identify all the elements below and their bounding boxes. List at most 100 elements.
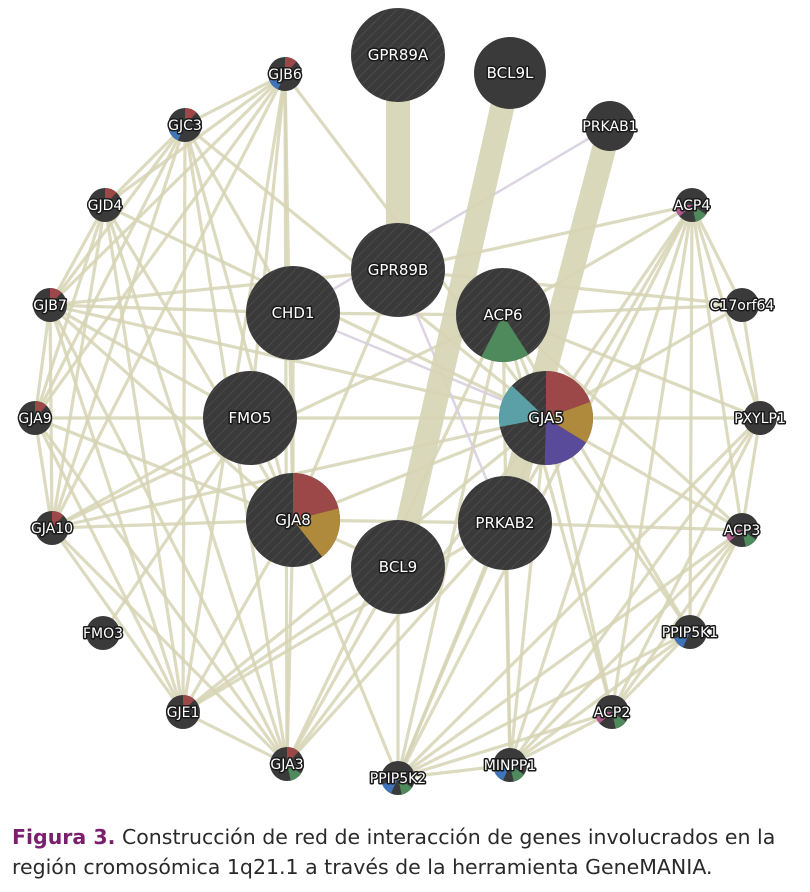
edge-GJA9-GJA3 <box>33 416 289 766</box>
node-label: ACP4 <box>674 198 711 214</box>
node-label: FMO3 <box>83 626 123 642</box>
edge-ACP4-ACP2 <box>610 203 694 714</box>
node-slice-green <box>692 205 707 222</box>
node-label: GJB7 <box>33 298 67 314</box>
node-label: GJB6 <box>268 67 302 83</box>
gene-node-c17orf64[interactable]: C17orf64 <box>708 288 776 322</box>
figure-caption: Figura 3. Construcción de red de interac… <box>12 822 802 882</box>
node-label: GJC3 <box>168 118 202 134</box>
gene-node-prkab2[interactable]: PRKAB2 <box>458 476 552 570</box>
edge-PRKAB2-ACP4 <box>503 203 694 525</box>
gene-node-gpr89a[interactable]: GPR89A <box>351 8 445 102</box>
edge-PPIP5K1-MINPP1 <box>508 630 692 767</box>
gene-node-fmo5[interactable]: FMO5 <box>203 371 297 465</box>
node-label: GJA9 <box>18 411 51 427</box>
gene-node-acp6[interactable]: ACP6 <box>456 268 550 362</box>
gene-node-gja10[interactable]: GJA10 <box>29 511 75 545</box>
node-label: GJA8 <box>275 511 311 529</box>
node-label: ACP6 <box>483 306 522 324</box>
gene-node-gje1[interactable]: GJE1 <box>165 695 201 729</box>
gene-node-gjb7[interactable]: GJB7 <box>32 288 68 322</box>
gene-node-gjc3[interactable]: GJC3 <box>167 108 203 142</box>
gene-network-diagram: GPR89ABCL9LPRKAB1GJB6GJC3GJD4GJB7GJA9GJA… <box>17 8 787 795</box>
node-slice-gold <box>546 401 593 443</box>
node-slice-blue <box>674 632 690 648</box>
gene-node-gja8[interactable]: GJA8 <box>246 473 340 567</box>
node-label: PPIP5K2 <box>370 771 426 787</box>
edge-PPIP5K1-PPIP5K2 <box>396 630 692 780</box>
node-slice-green <box>510 765 525 782</box>
edge-PRKAB2-GJA3 <box>285 521 507 766</box>
edge-GPR89B-ACP4 <box>396 203 694 272</box>
edge-PXYLP1-MINPP1 <box>508 416 762 767</box>
node-slice-gold <box>293 508 340 557</box>
gene-node-acp3[interactable]: ACP3 <box>722 513 762 547</box>
gene-node-gja3[interactable]: GJA3 <box>269 747 305 781</box>
gene-node-pxylp1[interactable]: PXYLP1 <box>733 401 787 435</box>
node-slice-pink <box>675 204 692 217</box>
node-circle <box>458 476 552 570</box>
node-circle <box>203 371 297 465</box>
node-slice-blue <box>382 778 398 794</box>
figure-label: Figura 3. <box>12 825 116 849</box>
gene-node-acp4[interactable]: ACP4 <box>672 188 712 222</box>
gene-node-bcl9[interactable]: BCL9 <box>351 520 445 614</box>
node-slice-green <box>481 315 529 362</box>
node-slice-blue <box>494 765 510 781</box>
node-circle <box>86 616 120 650</box>
node-label: GJD4 <box>88 198 123 214</box>
node-slice-red <box>286 747 299 764</box>
edges-layer <box>33 43 762 780</box>
edge-GJC3-GJA9 <box>33 123 187 420</box>
node-label: FMO5 <box>229 409 272 427</box>
edge-PXYLP1-C17orf64 <box>740 303 762 420</box>
gene-node-gjb6[interactable]: GJB6 <box>267 57 303 91</box>
edge-GJA10-GJE1 <box>50 526 185 714</box>
node-circle <box>474 37 546 109</box>
gene-node-gja9[interactable]: GJA9 <box>17 401 53 435</box>
edge-GJA5-MINPP1 <box>508 416 548 767</box>
edge-GJC3-GJD4 <box>103 123 187 207</box>
node-slice-pink <box>725 529 742 542</box>
edge-GJB6-GJB7 <box>48 72 287 307</box>
gene-node-chd1[interactable]: CHD1 <box>246 266 340 360</box>
gene-node-gjd4[interactable]: GJD4 <box>86 188 124 222</box>
gene-node-gpr89b[interactable]: GPR89B <box>351 223 445 317</box>
node-label: ACP2 <box>594 705 630 721</box>
node-label: MINPP1 <box>484 758 536 774</box>
gene-node-prkab1[interactable]: PRKAB1 <box>581 101 639 151</box>
node-slice-red <box>284 57 297 74</box>
gene-node-fmo3[interactable]: FMO3 <box>81 616 125 650</box>
node-slice-red <box>184 108 197 125</box>
edge-GJD4-GJA10 <box>50 203 107 530</box>
node-circle <box>351 520 445 614</box>
gene-node-gja5[interactable]: GJA5 <box>499 371 593 465</box>
gene-node-bcl9l[interactable]: BCL9L <box>474 37 546 109</box>
edge-GJB7-GJE1 <box>48 303 185 714</box>
node-label: CHD1 <box>272 304 315 322</box>
edge-GJD4-GJA9 <box>33 203 107 420</box>
node-circle <box>725 288 759 322</box>
edge-GJB6-GJA9 <box>33 72 287 420</box>
node-slice-green <box>612 712 627 729</box>
gene-node-ppip5k1[interactable]: PPIP5K1 <box>660 615 720 649</box>
node-circle <box>351 8 445 102</box>
node-slice-red <box>51 511 64 528</box>
gene-node-acp2[interactable]: ACP2 <box>592 695 632 729</box>
edge-GJD4-GJB7 <box>48 203 107 307</box>
edge-ACP4-PPIP5K2 <box>396 203 694 780</box>
node-slice-green <box>742 530 757 547</box>
edge-ACP6-PPIP5K1 <box>501 313 692 634</box>
edge-GJB7-GJA9 <box>33 303 52 420</box>
node-label: BCL9L <box>487 64 534 82</box>
figure-caption-text: Construcción de red de interacción de ge… <box>12 825 776 879</box>
edge-ACP3-PPIP5K1 <box>688 528 744 634</box>
node-label: GPR89A <box>368 46 429 64</box>
gene-node-minpp1[interactable]: MINPP1 <box>482 748 538 782</box>
node-slice-red <box>49 288 62 305</box>
edge-GJD4-GJA8 <box>103 203 295 522</box>
node-slice-teal <box>499 385 546 427</box>
node-slice-green <box>398 778 413 795</box>
node-slice-blue <box>169 125 185 141</box>
gene-node-ppip5k2[interactable]: PPIP5K2 <box>368 761 428 795</box>
